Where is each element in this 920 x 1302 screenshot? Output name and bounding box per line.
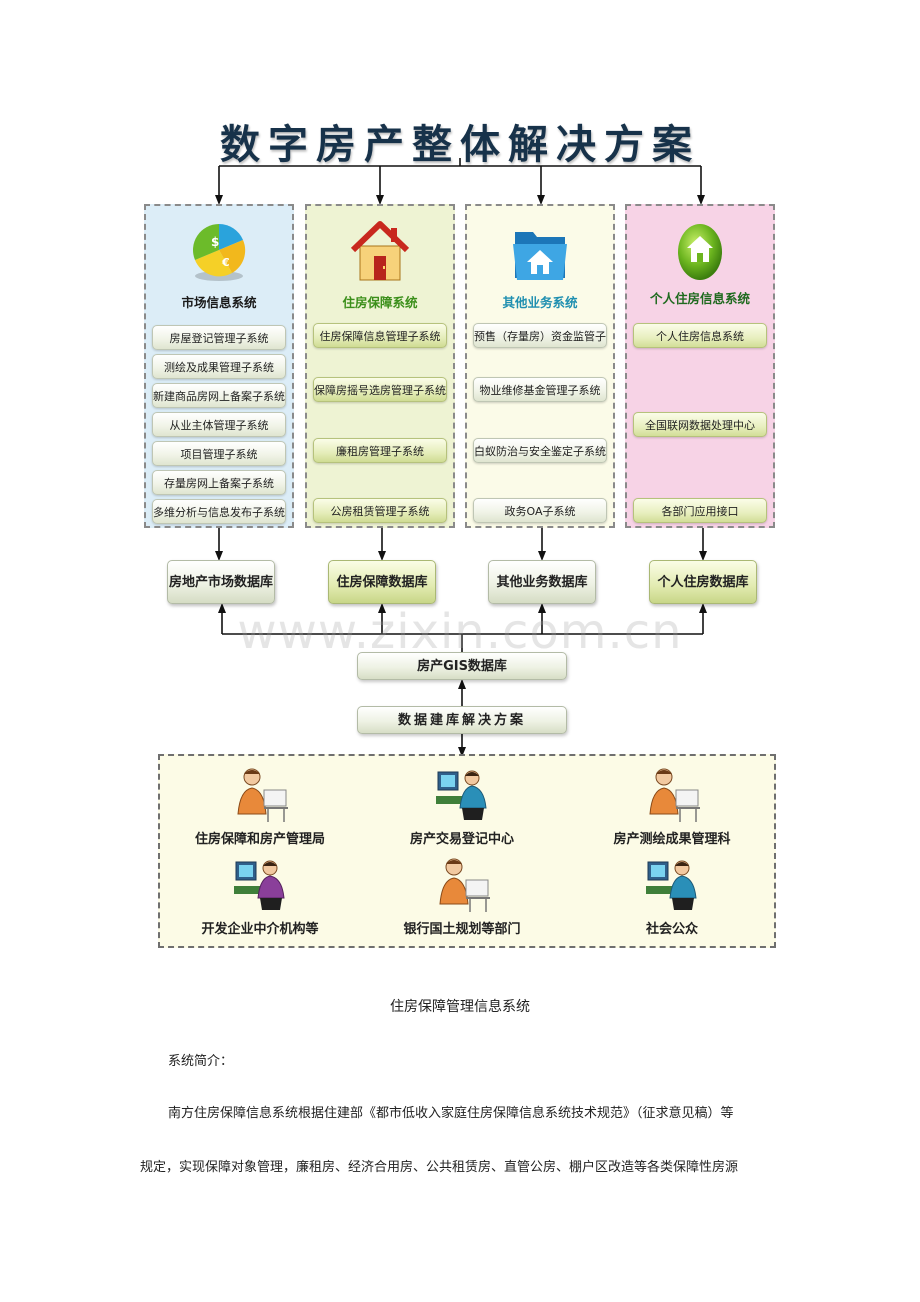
subsystem-item[interactable]: 多维分析与信息发布子系统 xyxy=(152,499,286,524)
subsystem-item[interactable]: 廉租房管理子系统 xyxy=(313,438,447,463)
subsystem-item[interactable]: 政务OA子系统 xyxy=(473,498,607,523)
subsystem-item[interactable]: 房屋登记管理子系统 xyxy=(152,325,286,350)
person-at-desk-icon xyxy=(572,764,772,824)
svg-text:$: $ xyxy=(211,235,219,249)
connector-lines xyxy=(215,158,707,757)
subsystem-item[interactable]: 新建商品房网上备案子系统 xyxy=(152,383,286,408)
paragraph-line: 南方住房保障信息系统根据住建部《都市低收入家庭住房保障信息系统技术规范》（征求意… xyxy=(168,1106,734,1121)
user-label: 房产交易登记中心 xyxy=(409,832,514,847)
users-panel: 住房保障和房产管理局 房产交易登记中心 xyxy=(158,754,776,948)
panel-title: 市场信息系统 xyxy=(181,295,257,310)
watermark-text: www.zixin.com.cn xyxy=(237,604,683,660)
subsystem-item[interactable]: 项目管理子系统 xyxy=(152,441,286,466)
panel-other-system: 其他业务系统 预售（存量房）资金监管子系统 物业维修基金管理子系统 白蚁防治与安… xyxy=(465,204,615,528)
person-at-desk-icon xyxy=(160,764,360,824)
subsystem-item[interactable]: 预售（存量房）资金监管子系统 xyxy=(473,323,607,348)
user-group: 开发企业中介机构等 xyxy=(160,854,360,937)
user-group: 房产测绘成果管理科 xyxy=(572,764,772,847)
diagram-title: 数字房产整体解决方案 xyxy=(220,121,700,168)
database-personal[interactable]: 个人住房数据库 xyxy=(649,560,757,604)
gis-database[interactable]: 房产GIS数据库 xyxy=(357,652,567,680)
person-at-desk-icon xyxy=(362,854,562,914)
subsystem-item[interactable]: 各部门应用接口 xyxy=(633,498,767,523)
user-label: 房产测绘成果管理科 xyxy=(613,832,731,847)
panel-title: 住房保障系统 xyxy=(342,295,418,310)
intro-heading: 系统简介： xyxy=(168,1054,234,1069)
svg-text:€: € xyxy=(221,256,230,269)
subsystem-item[interactable]: 全国联网数据处理中心 xyxy=(633,412,767,437)
user-label: 银行国土规划等部门 xyxy=(403,922,521,937)
house-icon xyxy=(307,218,453,284)
user-label: 开发企业中介机构等 xyxy=(201,922,319,937)
panel-personal-system: 个人住房信息系统 个人住房信息系统 全国联网数据处理中心 各部门应用接口 xyxy=(625,204,775,528)
panel-market-system: $ € 市场信息系统 房屋登记管理子系统 测绘及成果管理子系统 新建商品房网上备… xyxy=(144,204,294,528)
db-solution[interactable]: 数据建库解决方案 xyxy=(357,706,567,734)
subsystem-item[interactable]: 存量房网上备案子系统 xyxy=(152,470,286,495)
subsystem-item[interactable]: 住房保障信息管理子系统 xyxy=(313,323,447,348)
user-group: 住房保障和房产管理局 xyxy=(160,764,360,847)
subsystem-item[interactable]: 物业维修基金管理子系统 xyxy=(473,377,607,402)
subsystem-item[interactable]: 保障房摇号选房管理子系统 xyxy=(313,377,447,402)
home-orb-icon xyxy=(627,218,773,284)
panel-housing-system: 住房保障系统 住房保障信息管理子系统 保障房摇号选房管理子系统 廉租房管理子系统… xyxy=(305,204,455,528)
paragraph-line: 规定，实现保障对象管理，廉租房、经济合用房、公共租赁房、直管公房、棚户区改造等各… xyxy=(140,1160,739,1175)
subsystem-item[interactable]: 测绘及成果管理子系统 xyxy=(152,354,286,379)
person-at-computer-icon xyxy=(362,764,562,824)
folder-home-icon xyxy=(467,218,613,284)
subsystem-item[interactable]: 个人住房信息系统 xyxy=(633,323,767,348)
database-other[interactable]: 其他业务数据库 xyxy=(488,560,596,604)
user-label: 社会公众 xyxy=(645,922,698,937)
pie-chart-icon: $ € xyxy=(146,218,292,284)
subsystem-item[interactable]: 从业主体管理子系统 xyxy=(152,412,286,437)
user-group: 房产交易登记中心 xyxy=(362,764,562,847)
figure-caption: 住房保障管理信息系统 xyxy=(390,999,530,1015)
user-label: 住房保障和房产管理局 xyxy=(194,832,325,847)
user-group: 银行国土规划等部门 xyxy=(362,854,562,937)
database-housing[interactable]: 住房保障数据库 xyxy=(328,560,436,604)
subsystem-item[interactable]: 公房租赁管理子系统 xyxy=(313,498,447,523)
person-at-computer-icon xyxy=(572,854,772,914)
panel-title: 其他业务系统 xyxy=(502,295,578,310)
user-group: 社会公众 xyxy=(572,854,772,937)
subsystem-item[interactable]: 白蚁防治与安全鉴定子系统 xyxy=(473,438,607,463)
panel-title: 个人住房信息系统 xyxy=(649,291,750,306)
database-market[interactable]: 房地产市场数据库 xyxy=(167,560,275,604)
person-at-computer-icon xyxy=(160,854,360,914)
